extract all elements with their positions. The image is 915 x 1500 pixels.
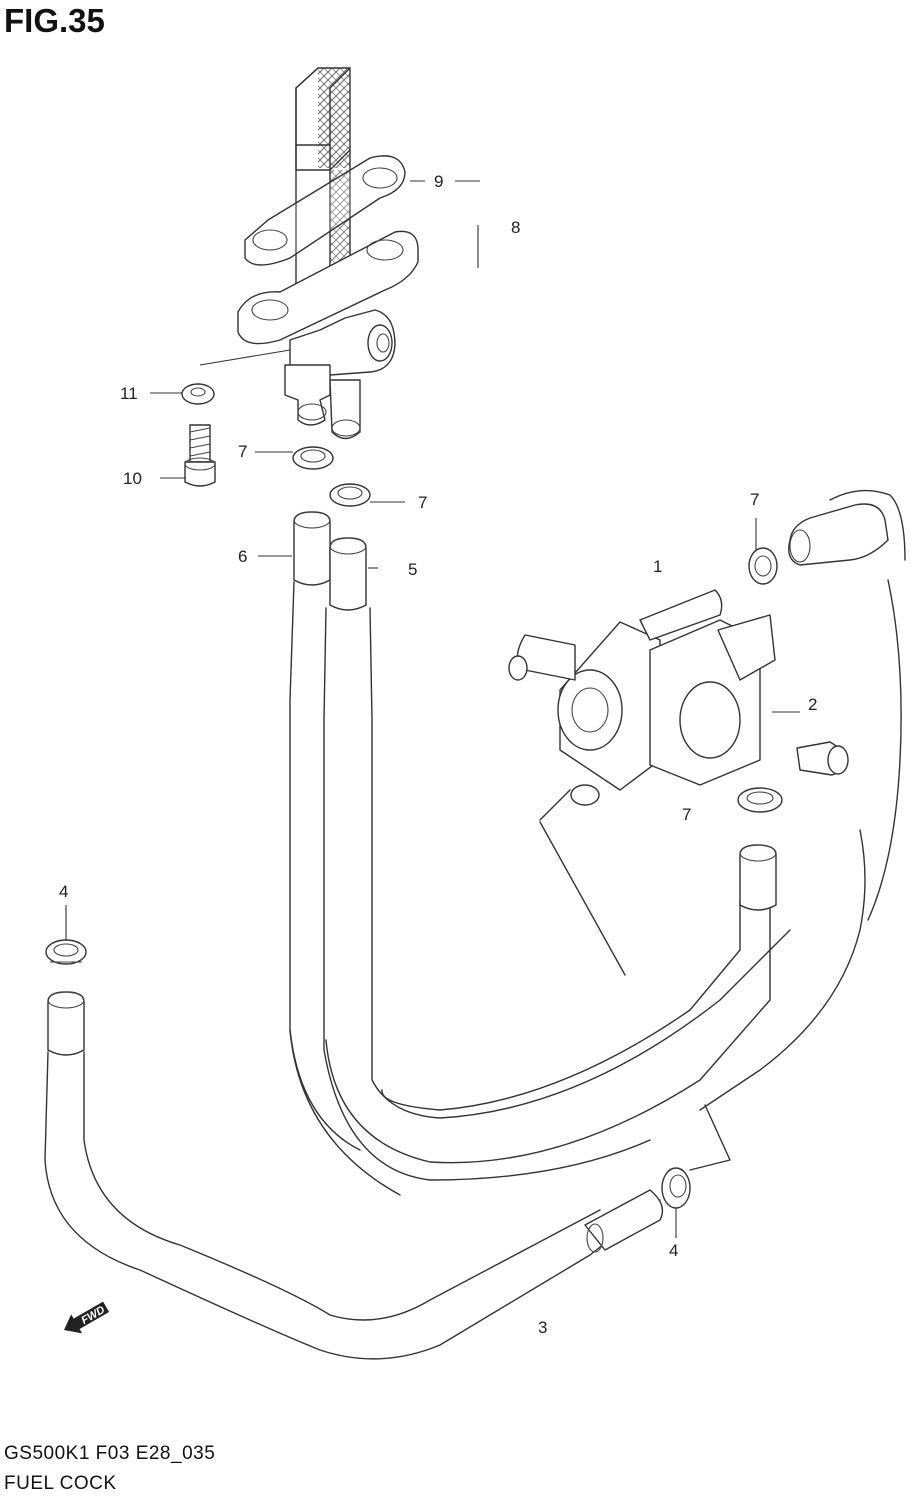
fuel-pump-1 xyxy=(508,589,849,976)
hose-stub-left xyxy=(47,991,85,1056)
callout-2: 2 xyxy=(808,695,817,714)
clamp-4-right xyxy=(661,1104,731,1209)
hose-3 xyxy=(44,1051,664,1360)
callout-5: 5 xyxy=(408,560,417,579)
leader-lines xyxy=(65,180,800,1238)
callout-7-a: 7 xyxy=(238,442,247,461)
washer-11 xyxy=(181,383,215,405)
screw-10 xyxy=(184,424,216,487)
clamp-7-upper-b xyxy=(329,483,371,507)
callout-1: 1 xyxy=(653,557,662,576)
callout-4-right: 4 xyxy=(669,1241,678,1260)
callout-10: 10 xyxy=(123,469,142,488)
callout-7-b: 7 xyxy=(418,493,427,512)
clamp-7-upper-a xyxy=(292,446,334,470)
figure-number: FIG.35 xyxy=(4,2,105,39)
clamp-7-right xyxy=(748,547,778,585)
callout-7-d: 7 xyxy=(682,805,691,824)
callout-11: 11 xyxy=(120,384,138,403)
fuel-cock-assembly xyxy=(199,67,419,440)
clamp-7-lower xyxy=(737,787,783,813)
callouts: 1 2 3 4 4 5 6 7 7 7 7 8 9 10 11 xyxy=(59,172,817,1337)
callout-4-left: 4 xyxy=(59,882,68,901)
callout-6: 6 xyxy=(238,547,247,566)
figure-caption: FUEL COCK xyxy=(4,1473,117,1494)
clamp-4-left xyxy=(45,939,87,965)
model-code: GS500K1 F03 E28_035 xyxy=(4,1443,216,1464)
hose-loop xyxy=(289,579,902,1196)
callout-7-c: 7 xyxy=(750,490,759,509)
hose-piece-lower xyxy=(739,844,777,911)
fwd-arrow-icon: FWD xyxy=(64,1301,110,1334)
fwd-label: FWD xyxy=(79,1304,107,1327)
callout-3: 3 xyxy=(538,1318,547,1337)
callout-8: 8 xyxy=(511,218,520,237)
hose-upper-right xyxy=(788,489,906,566)
callout-9: 9 xyxy=(434,172,443,191)
